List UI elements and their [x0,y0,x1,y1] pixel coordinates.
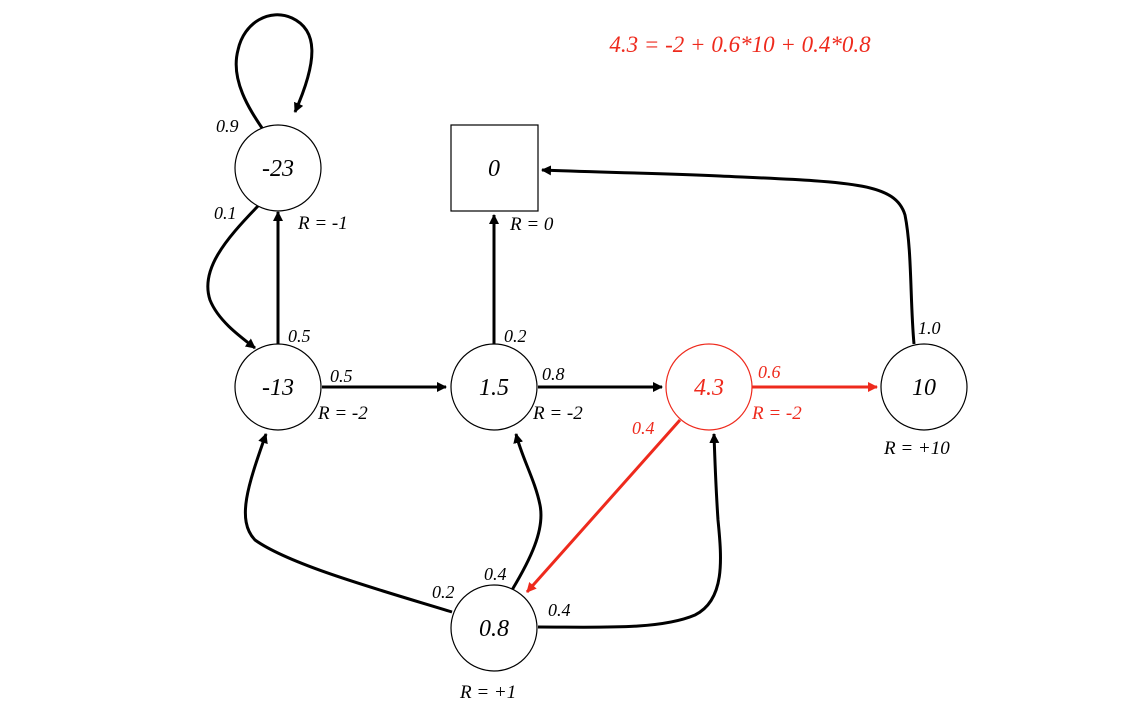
node-0-8-value: 0.8 [479,616,509,642]
node-10: 10 R = +10 [880,343,968,459]
bellman-formula: 4.3 = -2 + 0.6*10 + 0.4*0.8 [609,32,871,57]
node-10-reward: R = +10 [883,438,950,459]
node-4-3-reward: R = -2 [751,403,802,424]
node-1-5-reward: R = -2 [532,403,583,424]
node-neg23-reward: R = -1 [297,213,348,234]
edge-0-8-to-1-5 [510,433,543,591]
node-neg23-value: -23 [262,156,294,182]
prob-neg13-to-neg23: 0.5 [288,326,311,346]
prob-10-to-zero: 1.0 [918,318,941,338]
edge-neg23-self [234,13,314,129]
prob-neg23-self: 0.9 [216,116,239,136]
prob-neg13-to-1-5: 0.5 [330,366,353,386]
node-zero-reward: R = 0 [509,214,554,235]
node-4-3-highlighted: 4.3 R = -2 [665,343,802,431]
prob-neg23-to-neg13: 0.1 [214,203,237,223]
node-0-8-reward: R = +1 [459,682,516,703]
node-neg13-reward: R = -2 [317,403,368,424]
prob-1-5-to-4-3: 0.8 [542,364,565,384]
prob-0-8-to-1-5: 0.4 [484,564,507,584]
node-1-5: 1.5 R = -2 [450,343,583,431]
prob-0-8-to-neg13: 0.2 [432,582,455,602]
node-zero-terminal: 0 R = 0 [450,124,554,235]
prob-0-8-to-4-3: 0.4 [548,600,571,620]
node-4-3-value: 4.3 [694,375,724,401]
edge-4-3-to-0-8 [525,419,682,593]
edge-0-8-to-neg13 [243,433,453,614]
edge-neg23-to-neg13 [206,204,260,350]
node-neg13-value: -13 [262,375,294,401]
prob-1-5-to-zero: 0.2 [504,326,527,346]
node-0-8: 0.8 R = +1 [450,584,538,703]
node-neg23: -23 R = -1 [234,124,348,234]
edge-10-to-zero [541,165,916,345]
node-10-value: 10 [912,375,936,401]
node-zero-value: 0 [488,156,500,182]
node-neg13: -13 R = -2 [234,343,368,431]
prob-4-3-to-0-8: 0.4 [632,418,655,438]
edge-0-8-to-4-3 [537,433,722,629]
node-1-5-value: 1.5 [479,375,509,401]
prob-4-3-to-10: 0.6 [758,362,781,382]
